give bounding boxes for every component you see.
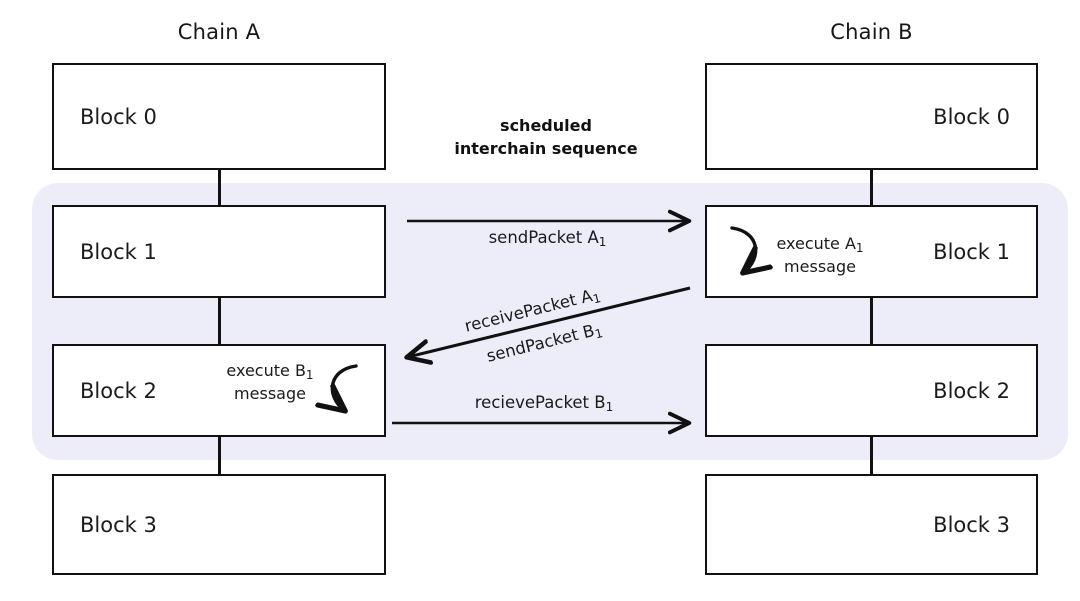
execute-b1-sub: 1 — [305, 368, 314, 382]
chain-b-connector-1-2 — [870, 298, 873, 344]
scheduled-sequence-note: scheduled interchain sequence — [400, 115, 692, 160]
seq-note-line1: scheduled — [500, 116, 592, 135]
execute-a1-message-label: execute A1 message — [765, 233, 875, 278]
chain-a-title: Chain A — [177, 20, 261, 44]
block-label: Block 3 — [80, 512, 157, 537]
chain-b-connector-2-3 — [870, 437, 873, 474]
block-label: Block 1 — [933, 239, 1010, 264]
chain-a-block-3[interactable]: Block 3 — [52, 474, 386, 575]
block-label: Block 0 — [933, 104, 1010, 129]
execute-a1-sub: 1 — [855, 241, 864, 255]
execute-b1-line1: execute B — [226, 361, 306, 380]
execute-b1-message-label: execute B1 message — [215, 360, 325, 405]
chain-b-block-1[interactable]: Block 1 — [705, 205, 1038, 298]
block-label: Block 1 — [80, 239, 157, 264]
chain-a-block-0[interactable]: Block 0 — [52, 63, 386, 170]
block-label: Block 0 — [80, 104, 157, 129]
block-label: Block 3 — [933, 512, 1010, 537]
label-recievepacket-b1-text: recievePacket B — [474, 393, 606, 412]
execute-a1-line1: execute A — [776, 234, 856, 253]
chain-a-connector-0-1 — [218, 170, 221, 205]
label-recievepacket-b1-sub: 1 — [605, 400, 614, 414]
chain-a-block-1[interactable]: Block 1 — [52, 205, 386, 298]
chain-b-block-0[interactable]: Block 0 — [705, 63, 1038, 170]
label-recievepacket-b1: recievePacket B1 — [400, 393, 688, 414]
chain-b-block-3[interactable]: Block 3 — [705, 474, 1038, 575]
block-label: Block 2 — [80, 378, 157, 403]
chain-a-connector-2-3 — [218, 437, 221, 474]
chain-b-connector-0-1 — [870, 170, 873, 205]
chain-b-block-2[interactable]: Block 2 — [705, 344, 1038, 437]
execute-b1-line2: message — [234, 383, 306, 403]
seq-note-line2: interchain sequence — [454, 138, 638, 158]
label-sendpacket-a1: sendPacket A1 — [407, 228, 688, 249]
chain-b-title: Chain B — [830, 20, 913, 44]
execute-a1-line2: message — [784, 256, 856, 276]
label-sendpacket-a1-sub: 1 — [598, 235, 607, 249]
label-sendpacket-a1-text: sendPacket A — [488, 228, 599, 247]
block-label: Block 2 — [933, 378, 1010, 403]
chain-a-connector-1-2 — [218, 298, 221, 344]
